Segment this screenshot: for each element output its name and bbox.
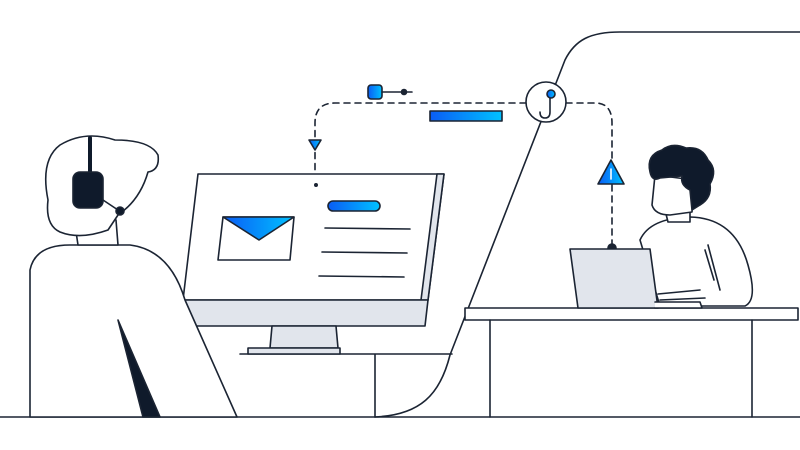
dashed-path-left (314, 102, 527, 173)
right-person-arm (704, 244, 721, 291)
email-button-pill (327, 200, 381, 212)
headset-earcup (72, 171, 104, 209)
left-person-arm (117, 319, 161, 418)
email-text-line (321, 251, 408, 254)
blue-bar (429, 110, 503, 122)
blue-node-square (367, 84, 383, 100)
email-envelope-icon (217, 216, 295, 261)
arrow-down-icon (308, 139, 322, 151)
monitor-base (247, 347, 341, 355)
dashed-path-right (565, 102, 613, 247)
laptop-base (654, 301, 703, 309)
wall-curve (374, 31, 800, 418)
monitor-bezel (182, 299, 429, 327)
monitor-dot (313, 183, 318, 188)
right-person (639, 144, 754, 307)
hand (657, 289, 706, 301)
left-desk (239, 353, 453, 418)
right-person-hair (648, 144, 715, 211)
warning-icon (597, 159, 625, 185)
laptop (569, 248, 706, 309)
fishing-hook-icon (525, 81, 567, 123)
email-text-line (324, 227, 411, 230)
left-person-body (29, 244, 238, 418)
headset-mic (102, 199, 119, 211)
left-person (29, 135, 238, 418)
right-desk (464, 307, 799, 321)
headset-mic-tip (115, 206, 125, 216)
email-text-line (318, 275, 405, 278)
monitor-stand (269, 325, 339, 349)
node-dot (400, 88, 408, 96)
right-person-body (639, 216, 754, 307)
monitor (182, 173, 445, 355)
laptop-screen (569, 248, 659, 309)
